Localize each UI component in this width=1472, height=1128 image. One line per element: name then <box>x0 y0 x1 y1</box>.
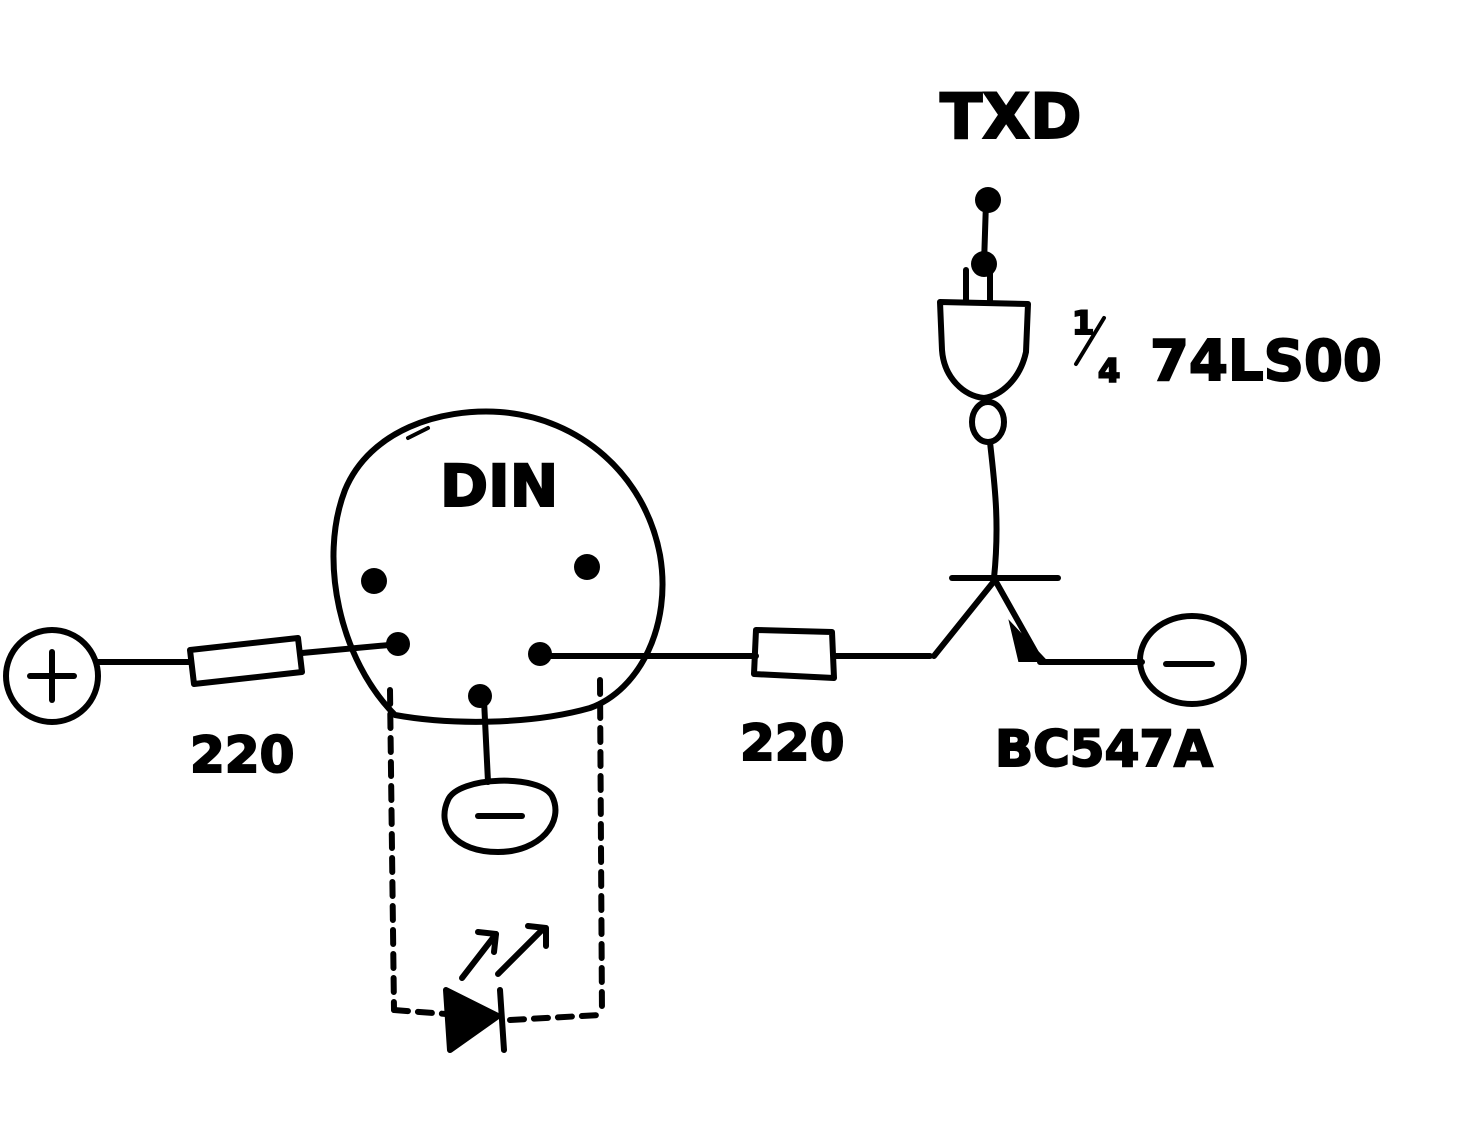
nand-gate-body <box>937 299 1031 401</box>
resistor-left <box>187 635 305 687</box>
led-enclosure-dashed <box>387 677 605 1023</box>
led-arrow-1-head <box>475 929 499 955</box>
plus-terminal-circle <box>3 627 101 725</box>
enclosure-bottom-left <box>391 1007 449 1017</box>
gate-fraction-numerator: 1 <box>1072 304 1094 342</box>
wire-gate-to-transistor <box>987 439 1000 581</box>
txd-terminal <box>975 187 1001 213</box>
gate-fraction-denominator: 4 <box>1098 352 1120 390</box>
gate-label: 1 4 74LS00 <box>1071 303 1383 395</box>
din-pin-top-left <box>361 568 387 594</box>
led-arrow-2-head <box>525 923 549 949</box>
enclosure-right-edge <box>597 677 605 1018</box>
transistor-bc547a <box>931 575 1061 663</box>
minus-terminal-right <box>1137 613 1247 707</box>
din-pin-left <box>386 632 410 656</box>
resistor-left-body <box>187 635 305 687</box>
led-symbol <box>443 923 549 1053</box>
minus-terminal-right-circle <box>1137 613 1247 707</box>
transistor-left-leg <box>931 577 998 659</box>
resistor-right <box>751 627 837 681</box>
led-bar <box>497 987 507 1053</box>
led-triangle <box>443 987 501 1053</box>
din-pin-top-right <box>574 554 600 580</box>
txd-label: TXD <box>940 80 1082 153</box>
minus-terminal-din-outline <box>441 777 559 855</box>
din-label: DIN <box>440 452 558 520</box>
led-arrow-1-shaft <box>459 931 499 981</box>
resistor-right-body <box>751 627 837 681</box>
nand-output-bubble <box>969 399 1007 445</box>
plus-terminal <box>3 627 101 725</box>
transistor-label: BC547A <box>995 720 1213 778</box>
transistor-emitter-arrow <box>1008 619 1049 662</box>
din-outline-tick <box>406 426 430 440</box>
led-arrow-2-shaft <box>495 925 547 977</box>
resistor-right-value: 220 <box>740 714 844 772</box>
minus-terminal-din <box>441 777 559 855</box>
enclosure-bottom-right <box>507 1012 603 1023</box>
gate-fraction-slash <box>1074 316 1106 366</box>
gate-part-number: 74LS00 <box>1150 329 1382 394</box>
wire-din-to-ground <box>481 697 491 785</box>
enclosure-left-edge <box>387 687 397 1013</box>
nand-gate <box>937 187 1031 445</box>
din-pin-bottom <box>468 684 492 708</box>
resistor-left-value: 220 <box>190 726 294 784</box>
din-connector-outline <box>330 408 666 725</box>
